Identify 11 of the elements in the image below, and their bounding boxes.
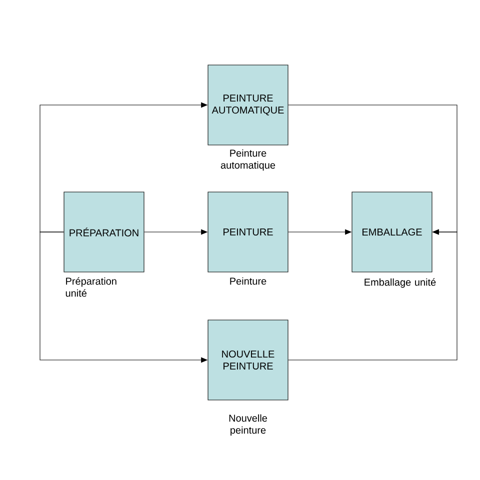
caption-text: Nouvelle peinture <box>229 414 267 436</box>
caption-text: Emballage unité <box>364 278 436 288</box>
arrow <box>288 229 458 360</box>
process-box: PEINTURE AUTOMATIQUE <box>208 64 288 146</box>
process-box: PEINTURE <box>208 192 288 272</box>
process-box: PRÉPARATION <box>64 192 144 272</box>
caption-text: Peinture <box>230 277 266 285</box>
process-box: NOUVELLE PEINTURE <box>208 320 288 400</box>
caption-text: Préparation unité <box>66 277 116 297</box>
process-box: EMBALLAGE <box>352 192 432 272</box>
caption-text: Peinture automatique <box>220 149 276 171</box>
